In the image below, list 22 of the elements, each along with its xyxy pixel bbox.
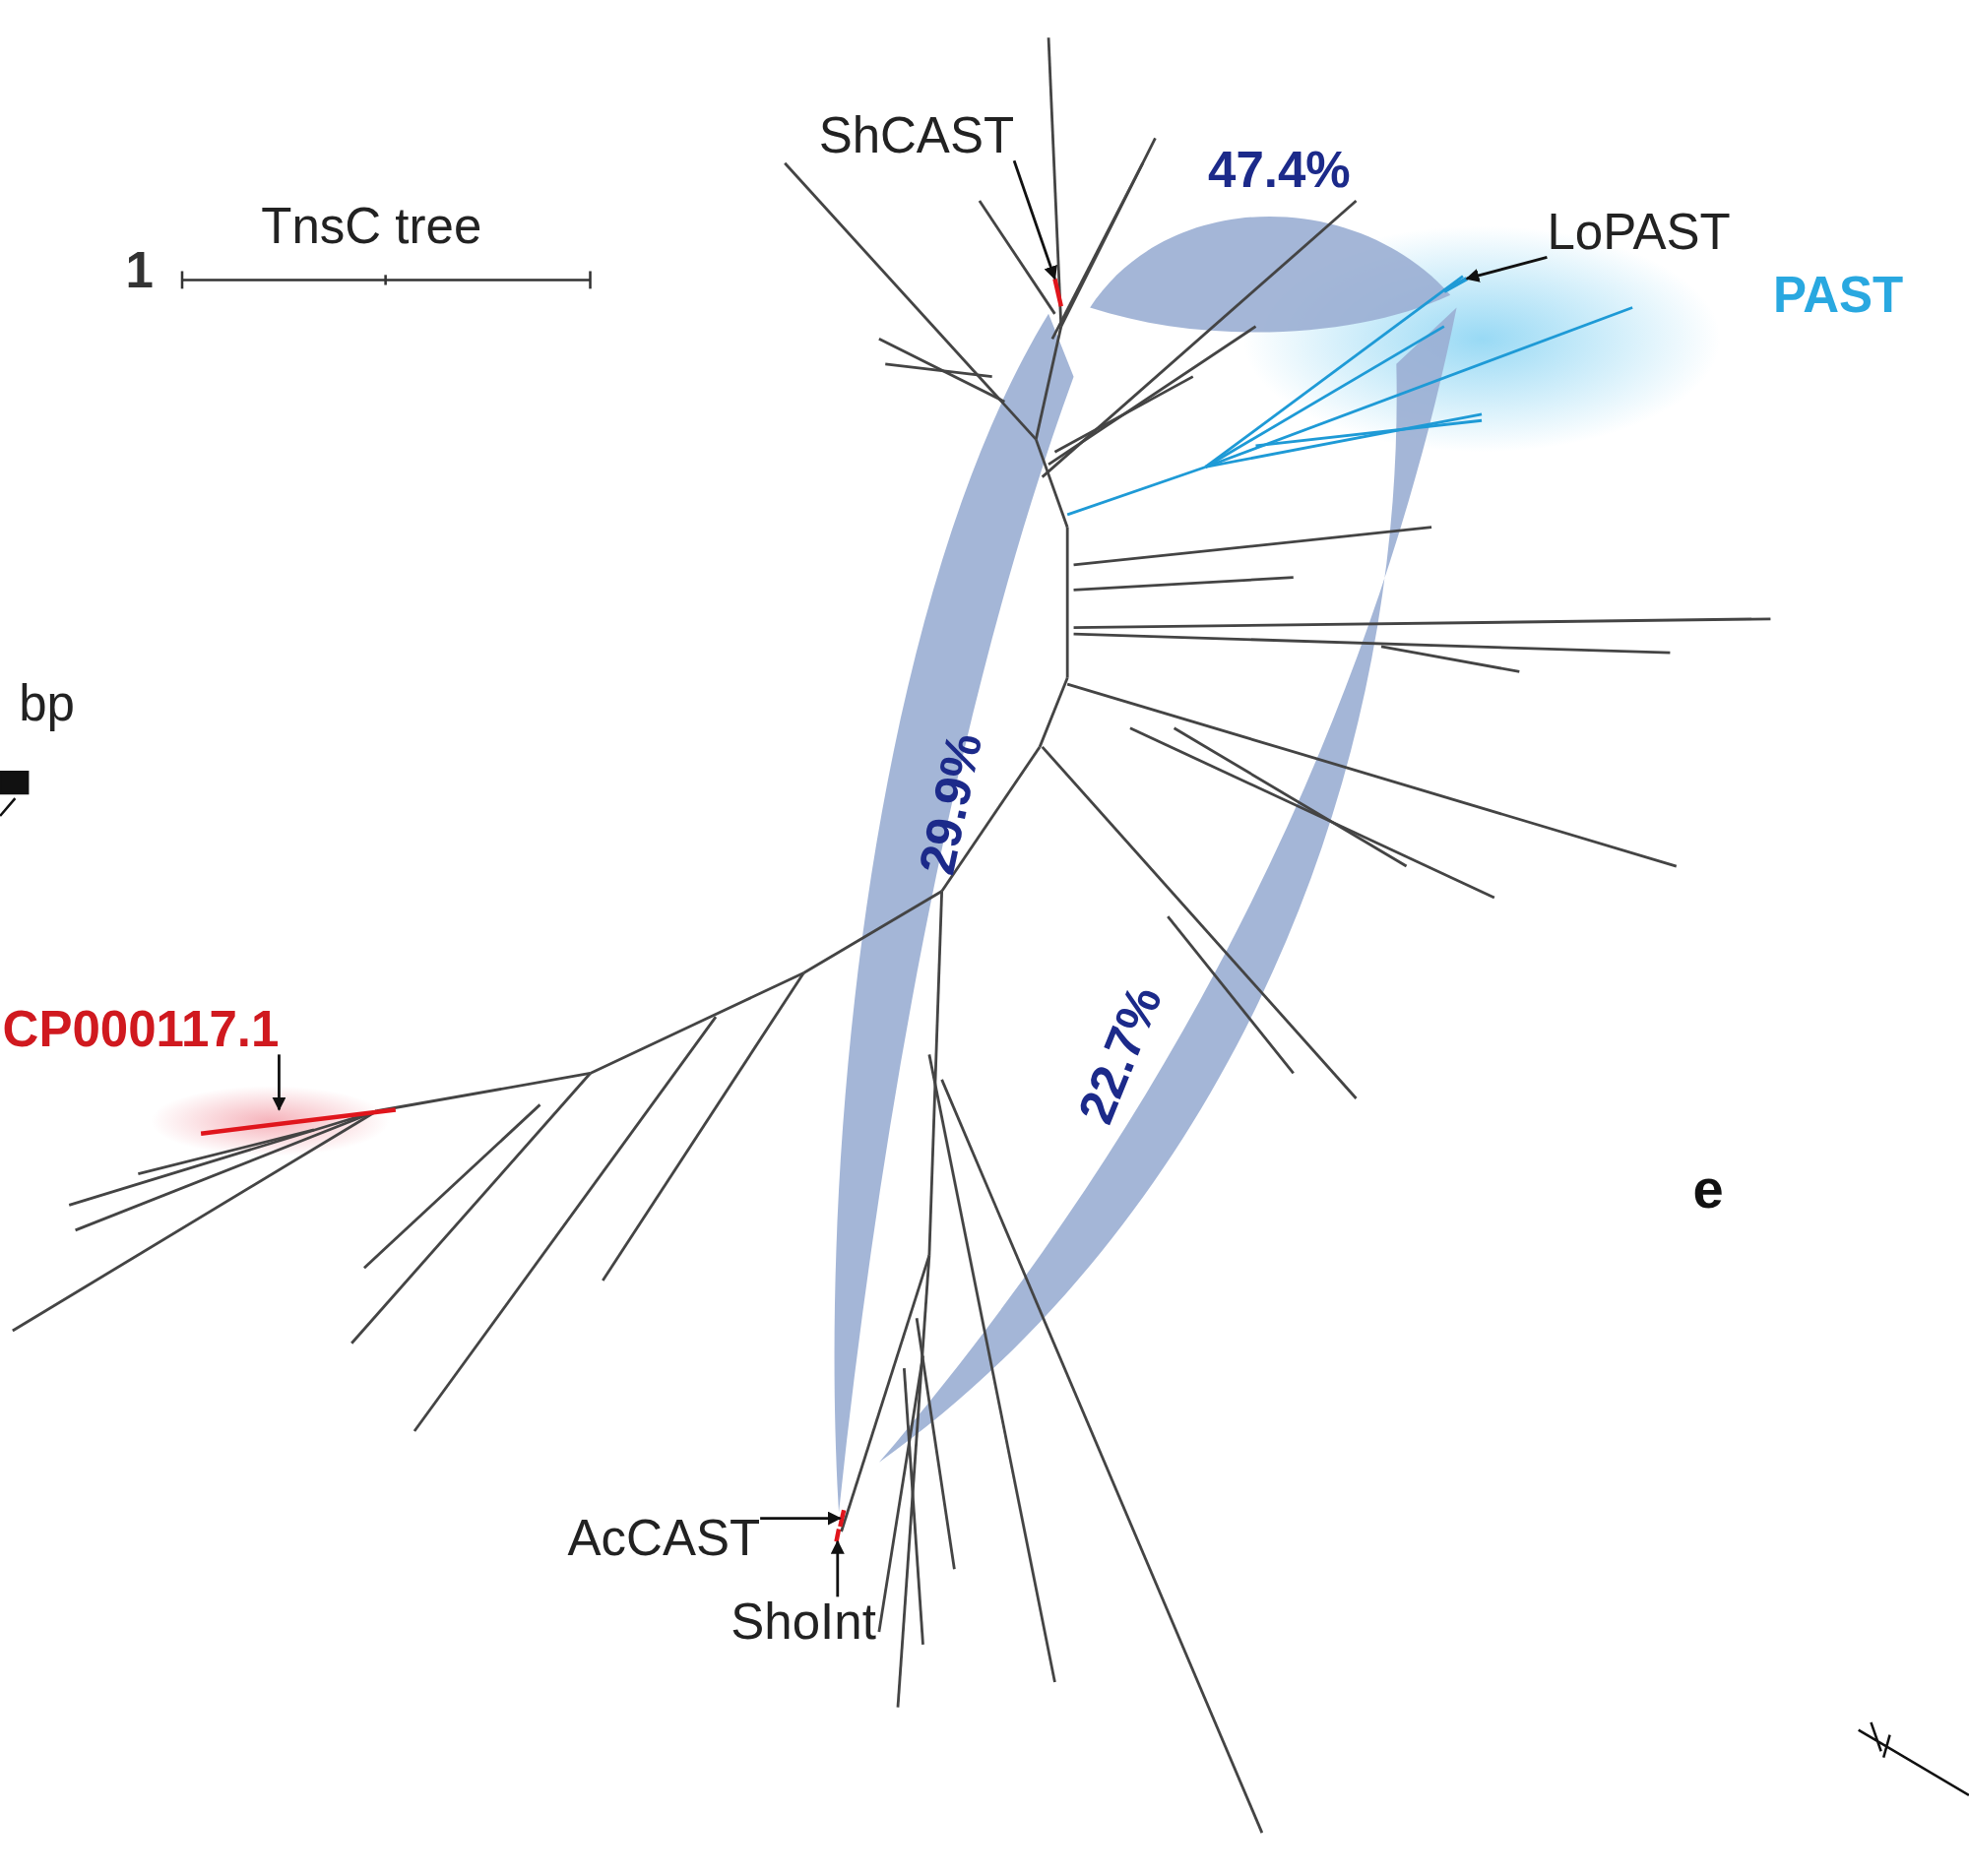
- clade-label: AcCAST: [567, 1513, 761, 1563]
- branch-tip: [834, 1529, 842, 1542]
- branch-tip: [1052, 278, 1063, 307]
- branch-tip: [200, 1107, 397, 1136]
- tree-title: TnsC tree: [261, 201, 482, 252]
- leader-arrow: [272, 1054, 286, 1111]
- clade-label: PAST: [1773, 270, 1904, 321]
- percentage-label: 29.9%: [911, 728, 990, 879]
- clade-label: CP000117.1: [2, 1004, 280, 1055]
- leader-arrow: [1465, 256, 1548, 282]
- percentage-label: 22.7%: [1069, 978, 1171, 1131]
- leader-arrow: [1012, 159, 1057, 281]
- scale-value: 1: [125, 244, 154, 295]
- panel-letter: e: [1692, 1160, 1724, 1217]
- clade-label: ShoInt: [730, 1596, 876, 1648]
- clade-label: LoPAST: [1547, 207, 1731, 258]
- leader-arrow: [830, 1539, 845, 1597]
- clade-label: ShCAST: [818, 110, 1015, 161]
- percentage-label: 47.4%: [1208, 144, 1351, 195]
- branch-tip: [838, 1509, 847, 1528]
- leader-arrow: [760, 1511, 842, 1526]
- branch-tip: [1442, 277, 1468, 293]
